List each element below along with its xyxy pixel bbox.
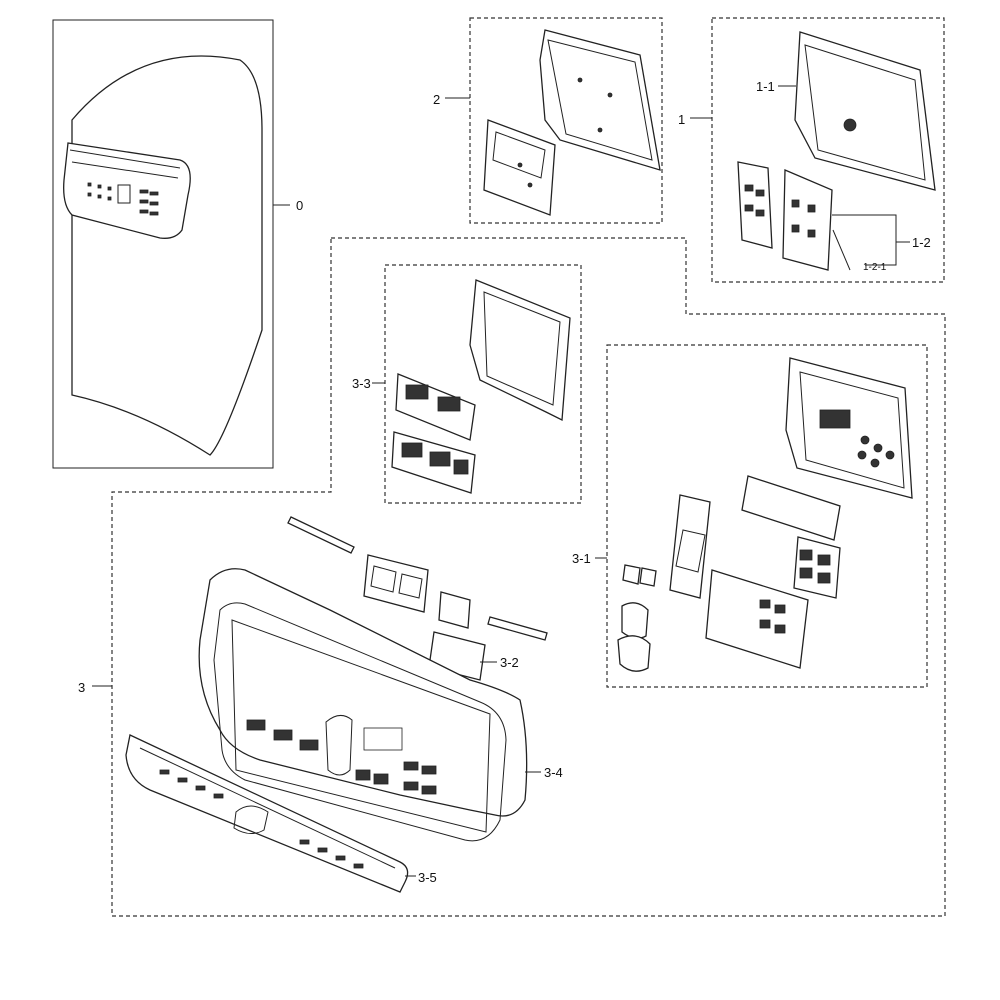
callout-3-1: 3-1 bbox=[572, 551, 591, 566]
part-3-1-sub-pcb-group: 3-1 bbox=[572, 344, 928, 688]
part-1-main-pcb-group: 1 1-1 1-2 1-2-1 bbox=[678, 17, 945, 283]
part-3-4-control-panel-frame: 3-4 bbox=[198, 568, 563, 842]
callout-3-4: 3-4 bbox=[544, 765, 563, 780]
part-0-washer-assembly: 0 bbox=[52, 19, 303, 469]
callout-3-5: 3-5 bbox=[418, 870, 437, 885]
part-3-2-small-parts: 3-2 bbox=[287, 516, 548, 681]
part-3-5-panel-trim: 3-5 bbox=[125, 734, 437, 893]
callout-1-2-1: 1-2-1 bbox=[863, 262, 887, 273]
callout-3-2: 3-2 bbox=[500, 655, 519, 670]
callout-3-3: 3-3 bbox=[352, 376, 371, 391]
callout-1-2: 1-2 bbox=[912, 235, 931, 250]
part-3-3-display-group: 3-3 bbox=[352, 264, 582, 504]
callout-0: 0 bbox=[296, 198, 303, 213]
callout-1-1: 1-1 bbox=[756, 79, 775, 94]
part-2-pcb-frame-group: 2 bbox=[433, 17, 663, 224]
callout-3: 3 bbox=[78, 680, 85, 695]
callout-1: 1 bbox=[678, 112, 685, 127]
callout-2: 2 bbox=[433, 92, 440, 107]
part-3-control-panel-group: 3 bbox=[78, 237, 946, 917]
